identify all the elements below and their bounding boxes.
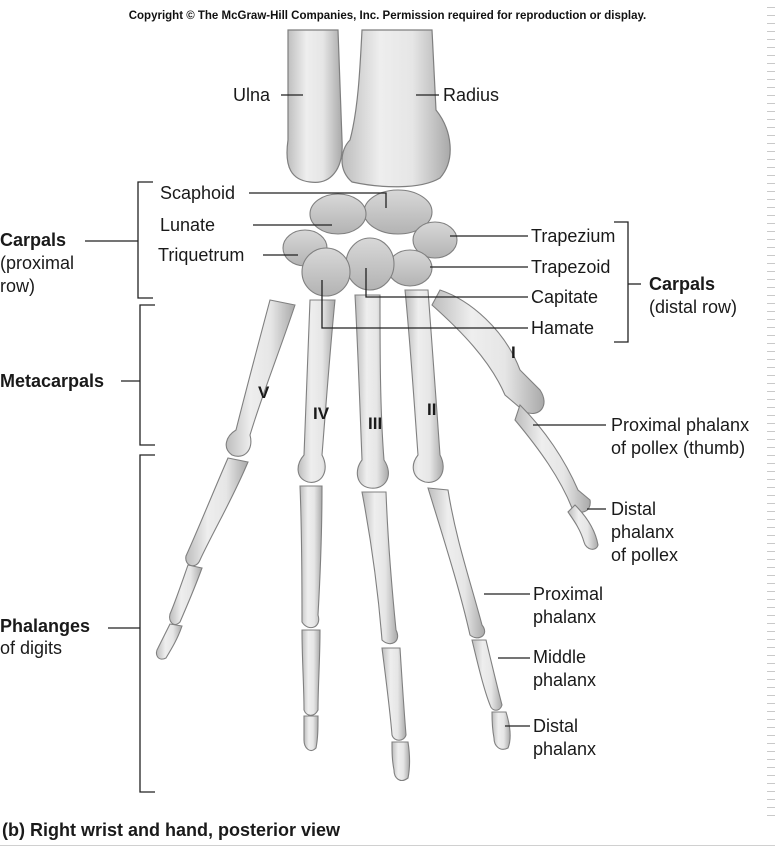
pollex-distal-label-line1: Distal: [611, 499, 657, 519]
ulna-bone: [286, 29, 343, 183]
digit-ii-middle: [471, 639, 503, 711]
metacarpal-i: [431, 289, 545, 414]
carpals-proximal-heading: Carpals: [0, 230, 67, 250]
pollex-distal-label-line3: of pollex: [611, 545, 679, 565]
pollex-proximal-phalanx: [514, 403, 591, 513]
lunate-bone: [309, 193, 367, 235]
capitate-bone: [345, 237, 395, 291]
digit-v-proximal: [185, 457, 249, 567]
digit-ii-distal: [491, 711, 511, 750]
trapezoid-bone: [387, 249, 433, 287]
phalanges-sub: of digits: [0, 638, 63, 658]
proximal-phalanx-label-line1: Proximal: [533, 584, 604, 604]
metacarpal-iii: [354, 294, 389, 489]
phalanx-bones: [155, 403, 599, 781]
digit-iii-proximal: [361, 491, 399, 645]
digit-iii-distal: [391, 741, 411, 781]
carpals-proximal-sub1: (proximal: [0, 253, 75, 273]
metacarpal-v: [225, 299, 296, 457]
middle-phalanx-label-line2: phalanx: [533, 670, 597, 690]
digit-iv-distal: [303, 715, 319, 751]
distal-phalanx-label-line1: Distal: [533, 716, 579, 736]
page-edge-scale: [767, 0, 775, 820]
metacarpal-iv: [297, 299, 336, 483]
carpals-distal-heading: Carpals: [649, 274, 716, 294]
carpals-proximal-sub2: row): [0, 276, 35, 296]
digit-i-numeral: I: [511, 343, 516, 362]
digit-v-middle: [169, 564, 203, 625]
metacarpal-ii: [404, 289, 444, 483]
digit-v-distal: [155, 623, 183, 660]
digit-ii-numeral: II: [427, 400, 437, 419]
digit-iv-numeral: IV: [313, 404, 330, 423]
hamate-label: Hamate: [531, 318, 595, 338]
hamate-bone: [301, 247, 351, 297]
pollex-proximal-label-line2: of pollex (thumb): [611, 438, 746, 458]
digit-v-numeral: V: [258, 383, 270, 402]
digit-ii-proximal: [427, 487, 486, 639]
trapezium-label: Trapezium: [531, 226, 616, 246]
figure-caption: (b) Right wrist and hand, posterior view: [2, 820, 341, 840]
copyright-notice: Copyright © The McGraw-Hill Companies, I…: [128, 10, 647, 22]
scaphoid-label: Scaphoid: [160, 183, 236, 203]
trapezium-bone: [412, 221, 458, 259]
metacarpals-heading: Metacarpals: [0, 371, 105, 391]
radius-label: Radius: [443, 85, 500, 105]
carpals-distal-sub: (distal row): [649, 297, 738, 317]
digit-iv-middle: [301, 629, 321, 716]
lunate-label: Lunate: [160, 215, 216, 235]
digit-iii-numeral: III: [368, 414, 383, 433]
pollex-distal-label-line2: phalanx: [611, 522, 675, 542]
leader-lines: [85, 94, 641, 793]
pollex-distal-phalanx: [567, 504, 599, 550]
digit-iii-middle: [381, 647, 407, 741]
carpal-bones: [282, 189, 458, 297]
digit-iv-proximal: [299, 485, 323, 629]
proximal-phalanx-label-line2: phalanx: [533, 607, 597, 627]
radius-bone: [341, 29, 451, 188]
trapezoid-label: Trapezoid: [531, 257, 611, 277]
ulna-label: Ulna: [233, 85, 271, 105]
triquetrum-label: Triquetrum: [158, 245, 245, 265]
distal-phalanx-label-line2: phalanx: [533, 739, 597, 759]
bottom-divider: [0, 845, 775, 846]
phalanges-heading: Phalanges: [0, 616, 91, 636]
middle-phalanx-label-line1: Middle: [533, 647, 587, 667]
pollex-proximal-label-line1: Proximal phalanx: [611, 415, 750, 435]
metacarpal-bones: [225, 289, 545, 489]
capitate-label: Capitate: [531, 287, 599, 307]
